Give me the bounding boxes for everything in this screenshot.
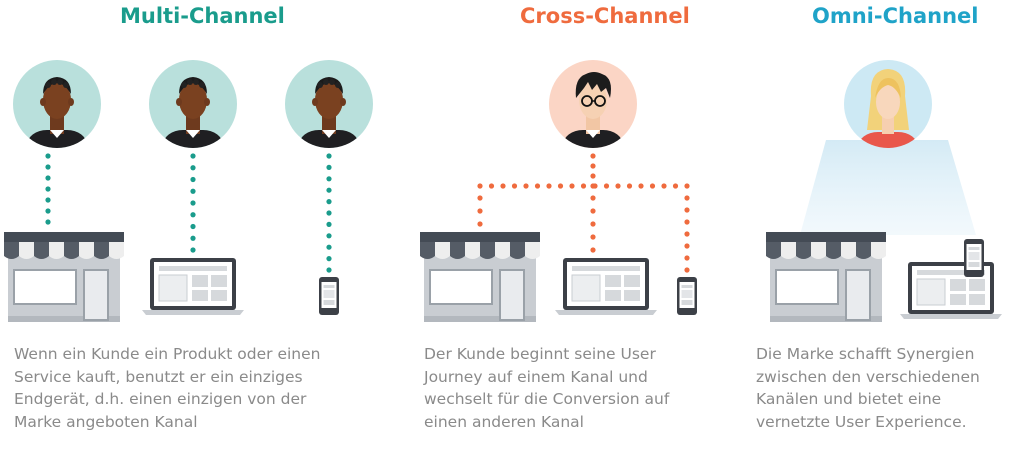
connector-dot [603,183,610,189]
connector-dot [638,183,644,189]
connector-dot [590,173,596,179]
connector-dot [684,267,690,273]
connector-dot [326,221,332,227]
connector-dot [569,183,575,189]
connector-dot [45,219,51,225]
cross-channel-description: Der Kunde beginnt seine User Journey auf… [424,345,670,431]
omni-connection-beam [800,140,976,235]
connector-dot [684,255,690,261]
connector-dot [684,243,690,249]
person-glasses-icon [563,72,623,148]
connector-dot [684,207,690,213]
connector-dot [326,256,332,262]
laptop-icon [141,257,245,316]
connector-dot [615,183,621,189]
avatar [13,60,101,148]
connector-dot [523,183,529,189]
connector-dot [326,244,332,250]
connector-dot [45,186,51,192]
connector-dot [190,176,196,183]
connector-dot [326,199,332,205]
connector-dot [326,187,332,193]
connector-dot [580,183,587,189]
multi-channel-connectors [45,153,332,273]
connector-dot [500,183,506,189]
connector-dot [590,163,596,169]
connector-dot [326,267,332,273]
laptop-icon [899,261,1003,320]
connector-dot [477,221,483,227]
avatar [549,60,637,148]
connector-dot [326,153,332,159]
connector-dot [684,231,690,237]
connector-dot [546,183,552,189]
connector-dot [477,195,483,201]
avatar [285,60,373,148]
connector-dot [326,176,332,182]
person-female-icon [858,69,918,148]
connector-dot [590,234,596,240]
connector-dot [661,183,667,189]
connector-dot [590,247,596,253]
connector-dot [45,175,51,181]
connector-dot [590,195,596,201]
connector-dot [626,183,633,189]
connector-dot [534,183,541,189]
omni-channel-title: Omni-Channel [812,4,979,28]
multi-channel-title: Multi-Channel [120,4,285,28]
smartphone-icon [319,277,339,315]
connector-dot [477,183,483,189]
connector-dot [190,235,196,241]
connector-dot [592,183,598,189]
connector-dot [190,247,196,253]
avatar [844,60,932,148]
connector-dot [326,210,332,216]
connector-dot [190,153,196,159]
cross-channel-connectors [477,153,690,273]
connector-dot [326,164,332,170]
connector-dot [190,165,196,171]
connector-dot [477,208,483,214]
connector-dot [590,221,596,227]
store-icon [419,231,541,323]
connector-dot [45,153,51,159]
connector-dot [672,183,679,189]
connector-dot [684,195,690,201]
connector-dot [326,233,332,239]
connector-dot [190,223,196,230]
connector-dot [557,183,564,189]
connector-dot [511,183,518,189]
connector-dot [684,183,690,189]
connector-dot [488,183,495,189]
connector-dot [45,208,51,214]
connector-dot [590,208,596,214]
connector-dot [190,188,196,194]
avatar [149,60,237,148]
cross-channel-title: Cross-Channel [520,4,690,28]
connector-dot [649,183,656,189]
store-icon [3,231,125,323]
store-icon [765,231,887,323]
omni-channel-description: Die Marke schafft Synergien zwischen den… [756,345,980,431]
connector-dot [190,212,196,218]
connector-dot [190,200,196,206]
connector-dot [45,197,51,203]
multi-channel-description: Wenn ein Kunde ein Produkt oder einen Se… [14,345,321,431]
connector-dot [590,153,596,159]
connector-dot [684,219,690,225]
smartphone-icon [677,277,697,315]
laptop-icon [554,257,658,316]
connector-dot [45,164,51,170]
smartphone-icon [964,239,984,277]
